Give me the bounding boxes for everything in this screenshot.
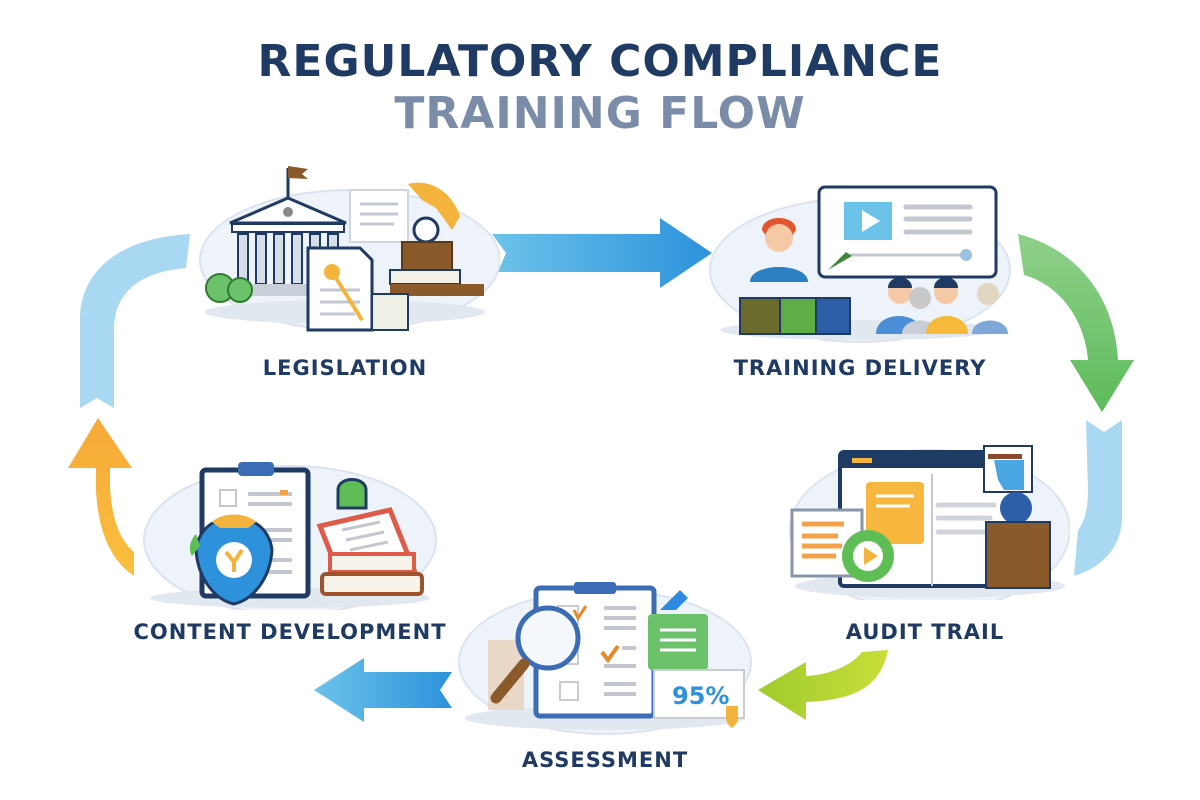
government-building-icon — [199, 166, 500, 332]
arrow-audit-to-assessment — [758, 650, 888, 720]
arrow-content-to-legislation-upper — [80, 234, 190, 408]
video-presentation-icon — [709, 185, 1011, 343]
stage-label: AUDIT TRAIL — [845, 620, 1005, 644]
stage-assessment[interactable]: 95% ASSESSMENT — [450, 570, 760, 780]
stage-label: LEGISLATION — [262, 356, 428, 380]
arrow-training-to-audit — [1018, 234, 1134, 412]
arrow-assessment-to-content — [314, 658, 452, 722]
arrow-legislation-to-training — [492, 218, 712, 288]
stage-label: TRAINING DELIVERY — [733, 356, 987, 380]
stage-label: ASSESSMENT — [521, 748, 689, 772]
stage-legislation[interactable]: LEGISLATION — [190, 160, 500, 390]
stage-content-development[interactable]: CONTENT DEVELOPMENT — [130, 450, 450, 650]
stage-audit-trail[interactable]: AUDIT TRAIL — [780, 440, 1070, 650]
clipboard-magnifier-icon: 95% — [458, 582, 752, 735]
page-subtitle: TRAINING FLOW — [394, 88, 806, 139]
page-title: REGULATORY COMPLIANCE — [257, 36, 943, 87]
score-value: 95% — [672, 682, 729, 710]
stage-training-delivery[interactable]: TRAINING DELIVERY — [700, 170, 1020, 390]
arrow-content-to-legislation — [68, 418, 134, 576]
audit-documents-icon — [789, 445, 1070, 600]
clipboard-books-shield-icon — [143, 462, 437, 610]
arrow-training-to-audit-lower — [1074, 420, 1122, 576]
stage-label: CONTENT DEVELOPMENT — [133, 620, 447, 644]
